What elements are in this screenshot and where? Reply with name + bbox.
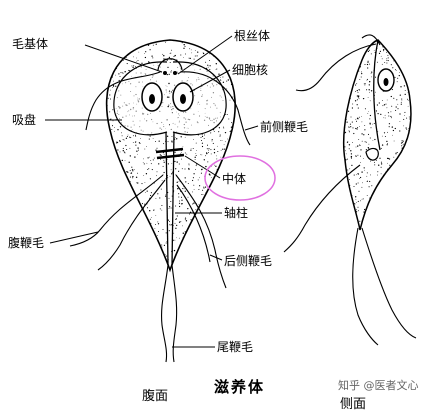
side-disc-edge xyxy=(373,39,381,151)
leader-median-body xyxy=(184,155,221,179)
median-body-highlight-ellipse xyxy=(204,155,276,201)
side-anterior-flagellum xyxy=(295,43,377,92)
side-view-drawing xyxy=(283,34,417,346)
ventral-view-drawing xyxy=(69,39,251,363)
label-basal-body: 毛基体 xyxy=(12,37,48,51)
anterior-lobe xyxy=(157,58,183,71)
ventral-flagellum-left-2 xyxy=(97,179,166,271)
label-median-body-rod: 根丝体 xyxy=(234,29,270,43)
caption-title: 滋养体 xyxy=(214,378,265,396)
caption-ventral-view: 腹面 xyxy=(142,388,168,404)
posterior-flagellum-right-2 xyxy=(176,184,211,263)
sucking-disc-right xyxy=(172,61,227,136)
side-body-outline xyxy=(342,39,412,231)
anterior-flagellum-right xyxy=(179,71,251,146)
basal-body-dot-right xyxy=(173,71,177,75)
sucking-disc-left xyxy=(113,61,168,136)
axostyle-left xyxy=(165,131,169,266)
posterior-flagellum-right-1 xyxy=(175,174,227,289)
basal-body-dot-left xyxy=(163,71,167,75)
side-caudal-flagellum xyxy=(361,227,417,339)
caption-side-view: 侧面 xyxy=(340,397,366,410)
side-posterior-flagellum xyxy=(352,227,379,346)
watermark-text: 知乎 @医者文心 xyxy=(338,378,419,392)
caudal-flagellum-1 xyxy=(161,264,169,363)
caudal-flagellum-2 xyxy=(171,264,178,363)
median-body-bar-2 xyxy=(156,153,185,160)
leader-posterior-flagella xyxy=(209,254,223,261)
label-posterior-flagella: 后侧鞭毛 xyxy=(224,254,272,268)
leader-basal-body xyxy=(84,44,163,73)
label-anterior-flagella: 前侧鞭毛 xyxy=(260,119,308,134)
leader-lines xyxy=(45,35,259,348)
label-nucleus: 细胞核 xyxy=(232,63,268,77)
nucleolus-right xyxy=(180,94,186,104)
label-group: 毛基体 根丝体 细胞核 吸盘 前侧鞭毛 中体 轴柱 腹鞭毛 后侧鞭毛 尾鞭毛 xyxy=(8,29,308,354)
side-nucleolus xyxy=(383,78,389,86)
leader-median-rod xyxy=(177,35,233,75)
leader-nucleus xyxy=(189,69,231,93)
label-median-body: 中体 xyxy=(222,171,246,186)
side-ventral-flagellum xyxy=(283,164,361,253)
ventral-flagellum-left-1 xyxy=(69,174,164,247)
leader-anterior-flagella xyxy=(244,125,259,131)
label-sucking-disc: 吸盘 xyxy=(12,112,36,127)
anterior-flagellum-left xyxy=(85,71,161,131)
body-outline xyxy=(105,39,236,273)
nucleolus-left xyxy=(149,94,155,104)
median-body-bar-1 xyxy=(155,147,184,154)
leader-ventral-flagella xyxy=(49,231,99,244)
axostyle-right xyxy=(171,131,175,266)
side-anterior-flagellum-2 xyxy=(361,34,381,46)
label-caudal-flagella: 尾鞭毛 xyxy=(217,340,253,354)
label-ventral-flagella: 腹鞭毛 xyxy=(8,236,44,250)
side-median-body xyxy=(365,147,379,161)
label-axostyle: 轴柱 xyxy=(224,205,248,220)
